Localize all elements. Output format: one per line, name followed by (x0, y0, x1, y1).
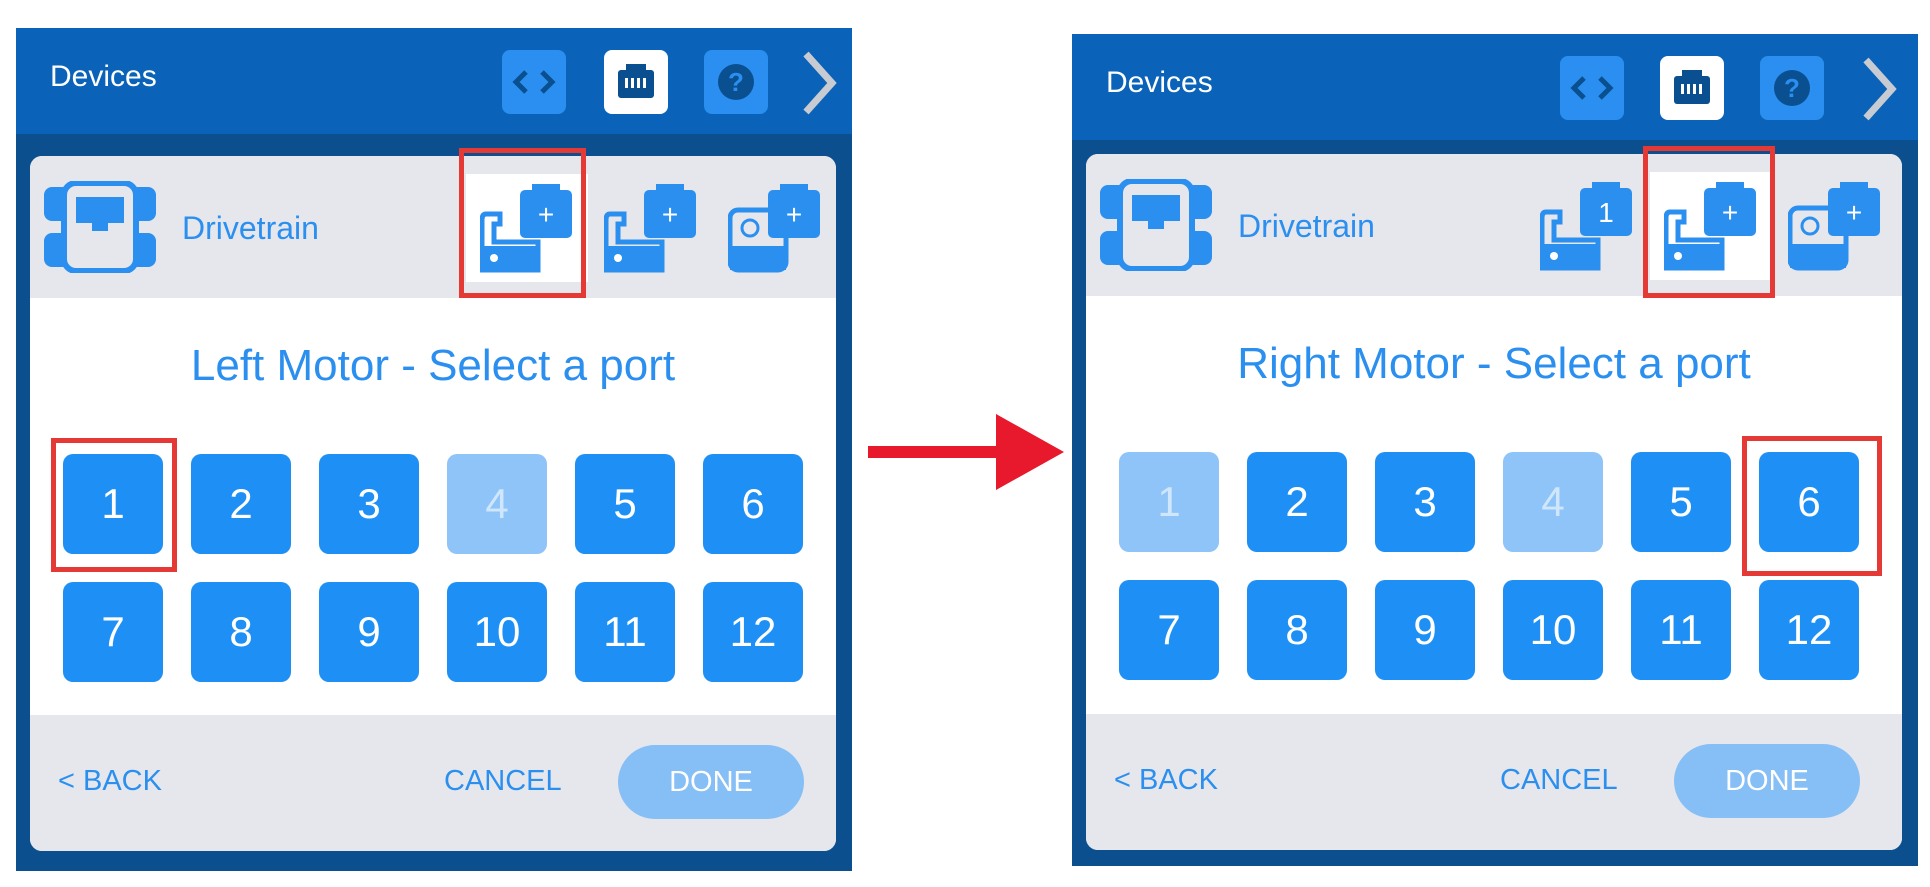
port-button-6[interactable]: 6 (1759, 452, 1859, 552)
port-button-12[interactable]: 12 (1759, 580, 1859, 680)
devices-panel-right: Devices ? Drivetrain 1 + (1072, 34, 1918, 866)
port-button-5[interactable]: 5 (575, 454, 675, 554)
slot-badge: + (662, 199, 678, 230)
port-button-9[interactable]: 9 (319, 582, 419, 682)
port-button-11[interactable]: 11 (575, 582, 675, 682)
help-icon[interactable]: ? (1760, 56, 1824, 120)
gyro-slot[interactable]: + (1774, 172, 1896, 280)
drivetrain-icon (44, 181, 156, 273)
right-motor-slot[interactable]: + (590, 174, 712, 282)
port-button-5[interactable]: 5 (1631, 452, 1731, 552)
port-button-6[interactable]: 6 (703, 454, 803, 554)
cancel-button[interactable]: CANCEL (1500, 764, 1618, 796)
header-title: Devices (1106, 66, 1213, 99)
header: Devices ? (16, 28, 852, 134)
svg-text:?: ? (1784, 73, 1800, 103)
footer: < BACK CANCEL DONE (1086, 714, 1902, 850)
left-motor-slot[interactable]: 1 (1526, 172, 1648, 280)
port-prompt: Right Motor - Select a port (1237, 339, 1751, 388)
drivetrain-card: Drivetrain + + + Left Motor - Select a p… (30, 156, 836, 851)
port-button-3[interactable]: 3 (1375, 452, 1475, 552)
svg-text:?: ? (728, 67, 744, 97)
device-name: Drivetrain (182, 210, 319, 246)
drivetrain-icon (1100, 179, 1212, 271)
port-button-3[interactable]: 3 (319, 454, 419, 554)
port-button-4: 4 (1503, 452, 1603, 552)
chevron-right-icon[interactable] (798, 48, 842, 118)
drivetrain-card: Drivetrain 1 + + Right Motor - Select a … (1086, 154, 1902, 850)
port-button-2[interactable]: 2 (1247, 452, 1347, 552)
chevron-right-icon[interactable] (1858, 54, 1902, 124)
port-button-11[interactable]: 11 (1631, 580, 1731, 680)
back-button[interactable]: < BACK (1114, 764, 1218, 796)
slot-badge: 1 (1598, 197, 1614, 228)
arrow-right-icon (868, 414, 1064, 490)
port-prompt: Left Motor - Select a port (190, 341, 676, 390)
devices-panel-left: Devices ? Drivetrain + + (16, 28, 852, 871)
port-button-10[interactable]: 10 (1503, 580, 1603, 680)
slot-badge: + (1722, 197, 1738, 228)
header-title: Devices (50, 60, 157, 93)
cancel-button[interactable]: CANCEL (444, 765, 562, 797)
right-motor-slot[interactable]: + (1650, 172, 1772, 280)
port-button-1[interactable]: 1 (63, 454, 163, 554)
port-button-10[interactable]: 10 (447, 582, 547, 682)
port-button-9[interactable]: 9 (1375, 580, 1475, 680)
port-button-1: 1 (1119, 452, 1219, 552)
device-summary: Drivetrain + + + (30, 156, 836, 298)
device-summary: Drivetrain 1 + + (1086, 154, 1902, 296)
port-button-7[interactable]: 7 (63, 582, 163, 682)
footer: < BACK CANCEL DONE (30, 715, 836, 851)
port-button-8[interactable]: 8 (1247, 580, 1347, 680)
back-button[interactable]: < BACK (58, 765, 162, 797)
gyro-slot[interactable]: + (714, 174, 836, 282)
slot-badge: + (786, 199, 802, 230)
header: Devices ? (1072, 34, 1918, 140)
help-icon[interactable]: ? (704, 50, 768, 114)
port-button-8[interactable]: 8 (191, 582, 291, 682)
port-button-7[interactable]: 7 (1119, 580, 1219, 680)
done-button[interactable]: DONE (1674, 744, 1860, 818)
devices-icon[interactable] (604, 50, 668, 114)
port-button-12[interactable]: 12 (703, 582, 803, 682)
device-name: Drivetrain (1238, 208, 1375, 244)
left-motor-slot[interactable]: + (466, 174, 588, 282)
port-button-4: 4 (447, 454, 547, 554)
done-button[interactable]: DONE (618, 745, 804, 819)
code-icon[interactable] (1560, 56, 1624, 120)
code-icon[interactable] (502, 50, 566, 114)
devices-icon[interactable] (1660, 56, 1724, 120)
port-button-2[interactable]: 2 (191, 454, 291, 554)
slot-badge: + (1846, 197, 1862, 228)
slot-badge: + (538, 199, 554, 230)
